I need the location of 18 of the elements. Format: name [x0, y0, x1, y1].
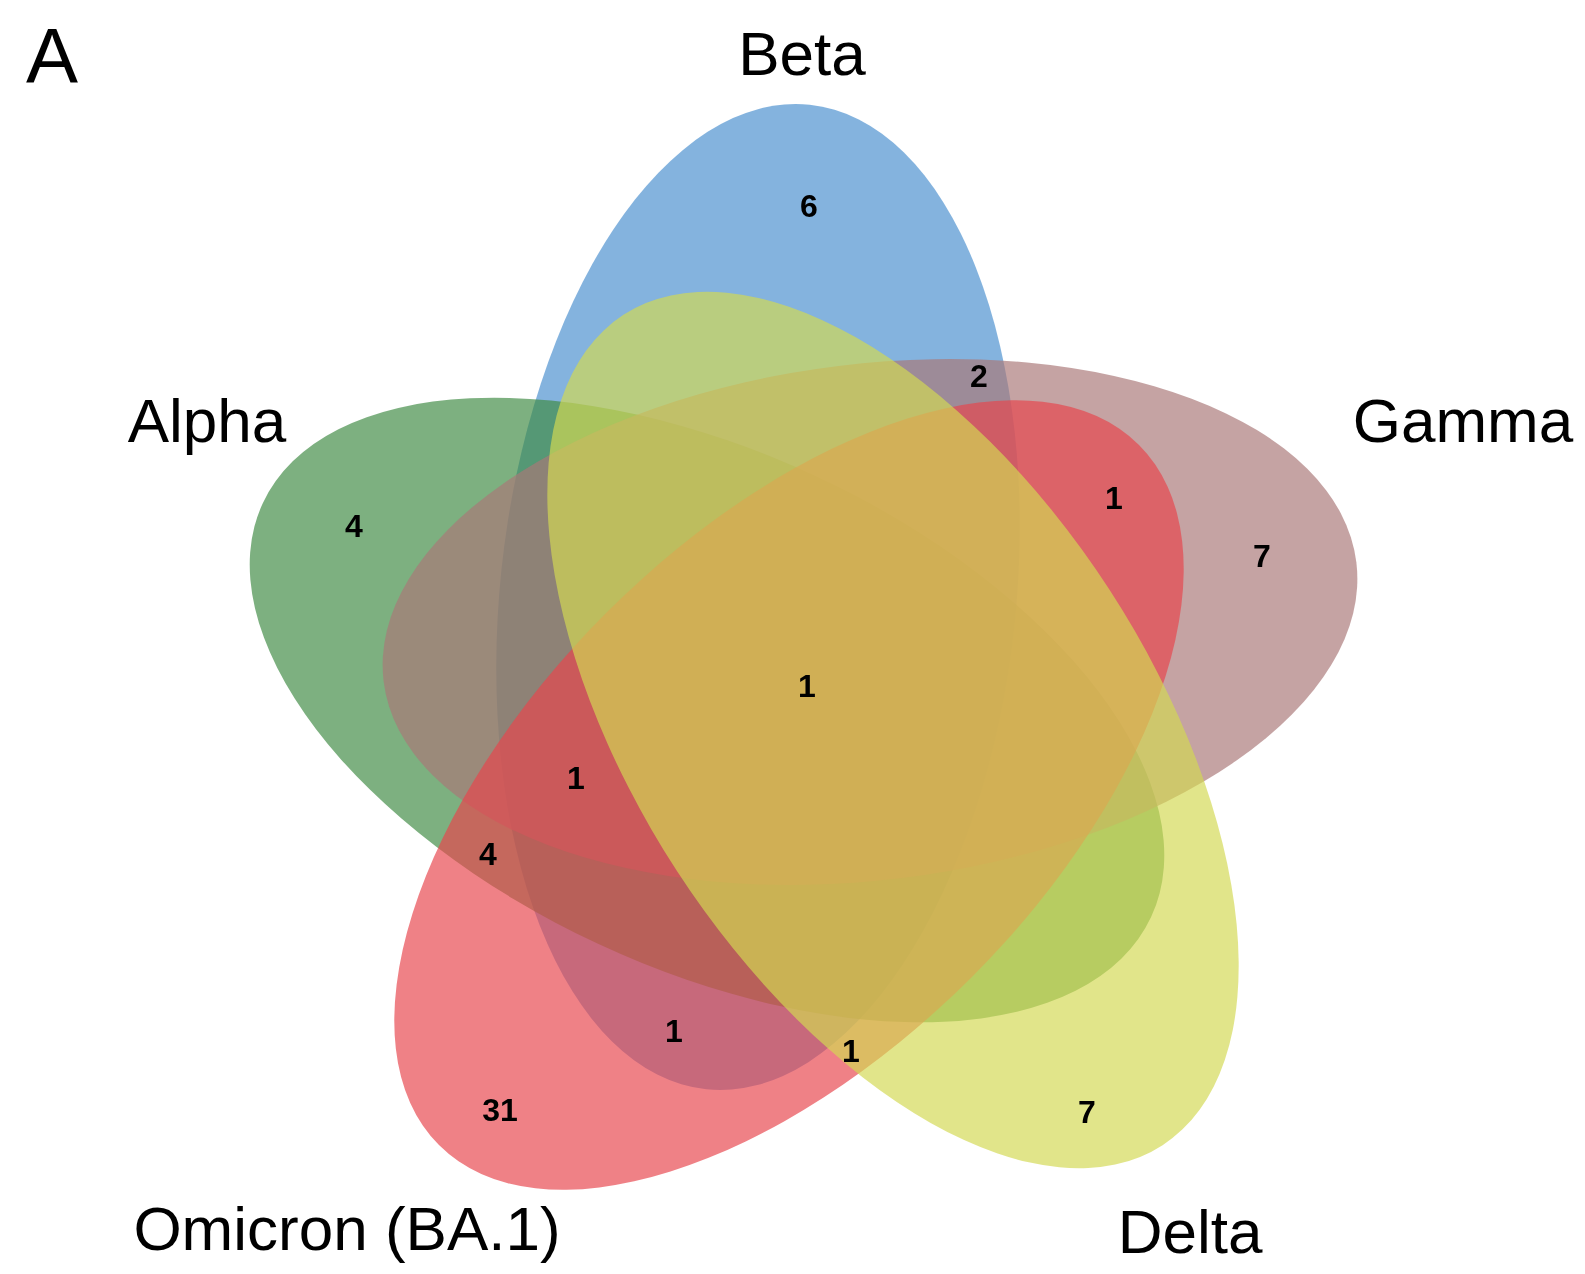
count-label: 2 — [970, 357, 988, 395]
count-label: 7 — [1078, 1093, 1096, 1131]
count-label: 1 — [665, 1012, 683, 1050]
set-label: Gamma — [1352, 384, 1574, 456]
count-label: 1 — [567, 759, 585, 797]
count-label: 1 — [1105, 479, 1123, 517]
count-label: 1 — [842, 1032, 860, 1070]
count-label: 4 — [479, 835, 497, 873]
set-label: Beta — [738, 17, 866, 89]
count-label: 1 — [798, 667, 816, 705]
count-label: 31 — [482, 1091, 518, 1129]
count-label: 7 — [1253, 537, 1271, 575]
set-label: Alpha — [127, 384, 287, 456]
set-label: Delta — [1117, 1195, 1263, 1267]
count-label: 6 — [800, 187, 818, 225]
panel-letter: A — [26, 10, 78, 102]
count-label: 4 — [345, 507, 363, 545]
set-label: Omicron (BA.1) — [133, 1192, 561, 1264]
